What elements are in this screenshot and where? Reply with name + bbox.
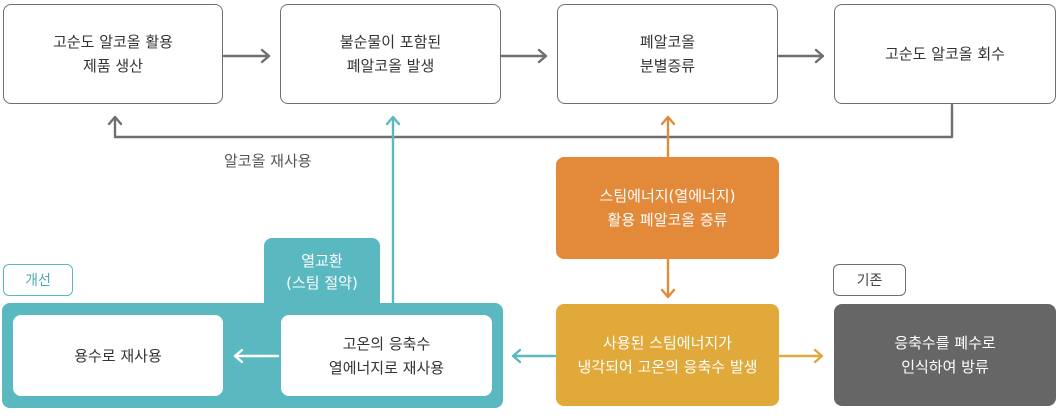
recycle-loop-line <box>113 103 954 139</box>
heat-exchange-label: 열교환 (스팀 절약) <box>286 251 358 293</box>
arrowhead-production-to-waste <box>260 48 271 64</box>
product-production-box: 고순도 알코올 활용 제품 생산 <box>3 4 223 104</box>
discharge-label: 응축수를 폐수로 인식하여 방류 <box>894 334 996 376</box>
heat-exchange-tab: 열교환 (스팀 절약) <box>264 238 380 306</box>
orange-arrows <box>660 115 676 299</box>
recycle-loop-arrowhead <box>107 115 123 126</box>
arrowhead-heat-to-waste <box>385 115 401 126</box>
yellow-arrows <box>778 348 824 364</box>
recovery-box: 고순도 알코올 회수 <box>834 4 1056 104</box>
existing-tag: 기존 <box>833 264 906 296</box>
arrowhead-distillation-to-recovery <box>814 48 825 64</box>
steam-energy-box: 스팀에너지(열에너지) 활용 폐알코올 증류 <box>556 157 779 259</box>
teal-arrows <box>385 115 557 364</box>
discharge-box: 응축수를 폐수로 인식하여 방류 <box>834 304 1056 406</box>
improved-tag: 개선 <box>3 264 73 296</box>
waste-alcohol-box: 불순물이 포함된 폐알코올 발생 <box>280 4 501 104</box>
condensate-heat-reuse-label: 고온의 응축수 열에너지로 재사용 <box>328 334 445 377</box>
distillation-label: 폐알코올 분별증류 <box>639 33 696 75</box>
arrowhead-waste-to-distillation <box>537 48 548 64</box>
waste-alcohol-label: 불순물이 포함된 폐알코올 발생 <box>339 33 442 75</box>
white-arrows <box>233 348 280 364</box>
arrowhead-steam-to-distillation <box>660 115 676 126</box>
water-reuse-box: 용수로 재사용 <box>13 315 223 396</box>
condensate-generation-label: 사용된 스팀에너지가 냉각되어 고온의 응축수 발생 <box>577 334 758 376</box>
arrowhead-condensate-to-discharge <box>813 348 824 364</box>
condensate-heat-reuse-box: 고온의 응축수 열에너지로 재사용 <box>281 315 492 396</box>
water-reuse-label: 용수로 재사용 <box>74 346 162 365</box>
distillation-box: 폐알코올 분별증류 <box>557 4 778 104</box>
arrowhead-steam-to-condensate <box>660 288 676 299</box>
arrowhead-heat-reuse-to-water <box>233 348 244 364</box>
top-row-arrows <box>107 48 954 139</box>
recycle-label: 알코올 재사용 <box>224 152 312 170</box>
steam-energy-label: 스팀에너지(열에너지) 활용 폐알코올 증류 <box>599 187 736 229</box>
recovery-label: 고순도 알코올 회수 <box>885 45 1005 63</box>
product-production-label: 고순도 알코올 활용 제품 생산 <box>53 33 173 75</box>
arrowhead-condensate-to-heat-reuse <box>511 348 522 364</box>
condensate-generation-box: 사용된 스팀에너지가 냉각되어 고온의 응축수 발생 <box>556 304 779 406</box>
